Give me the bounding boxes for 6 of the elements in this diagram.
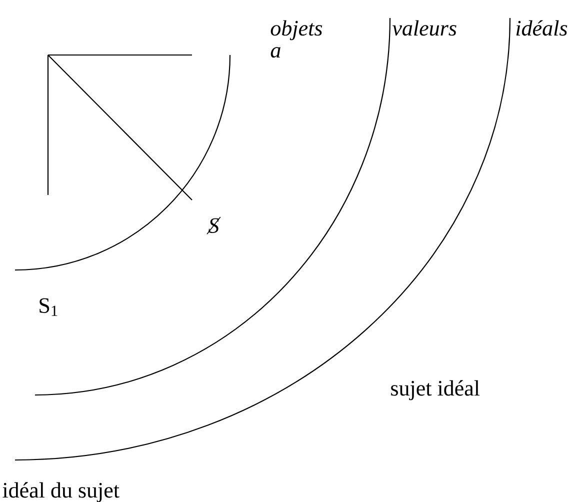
label-text: idéal du sujet xyxy=(2,482,120,502)
label-text: S$_{1}$ xyxy=(40,298,58,316)
label-text: sujet idéal xyxy=(391,380,480,400)
label-text: valeurs xyxy=(392,20,456,36)
label-text: idéals xyxy=(516,20,568,36)
label-text: objets a xyxy=(270,20,322,58)
